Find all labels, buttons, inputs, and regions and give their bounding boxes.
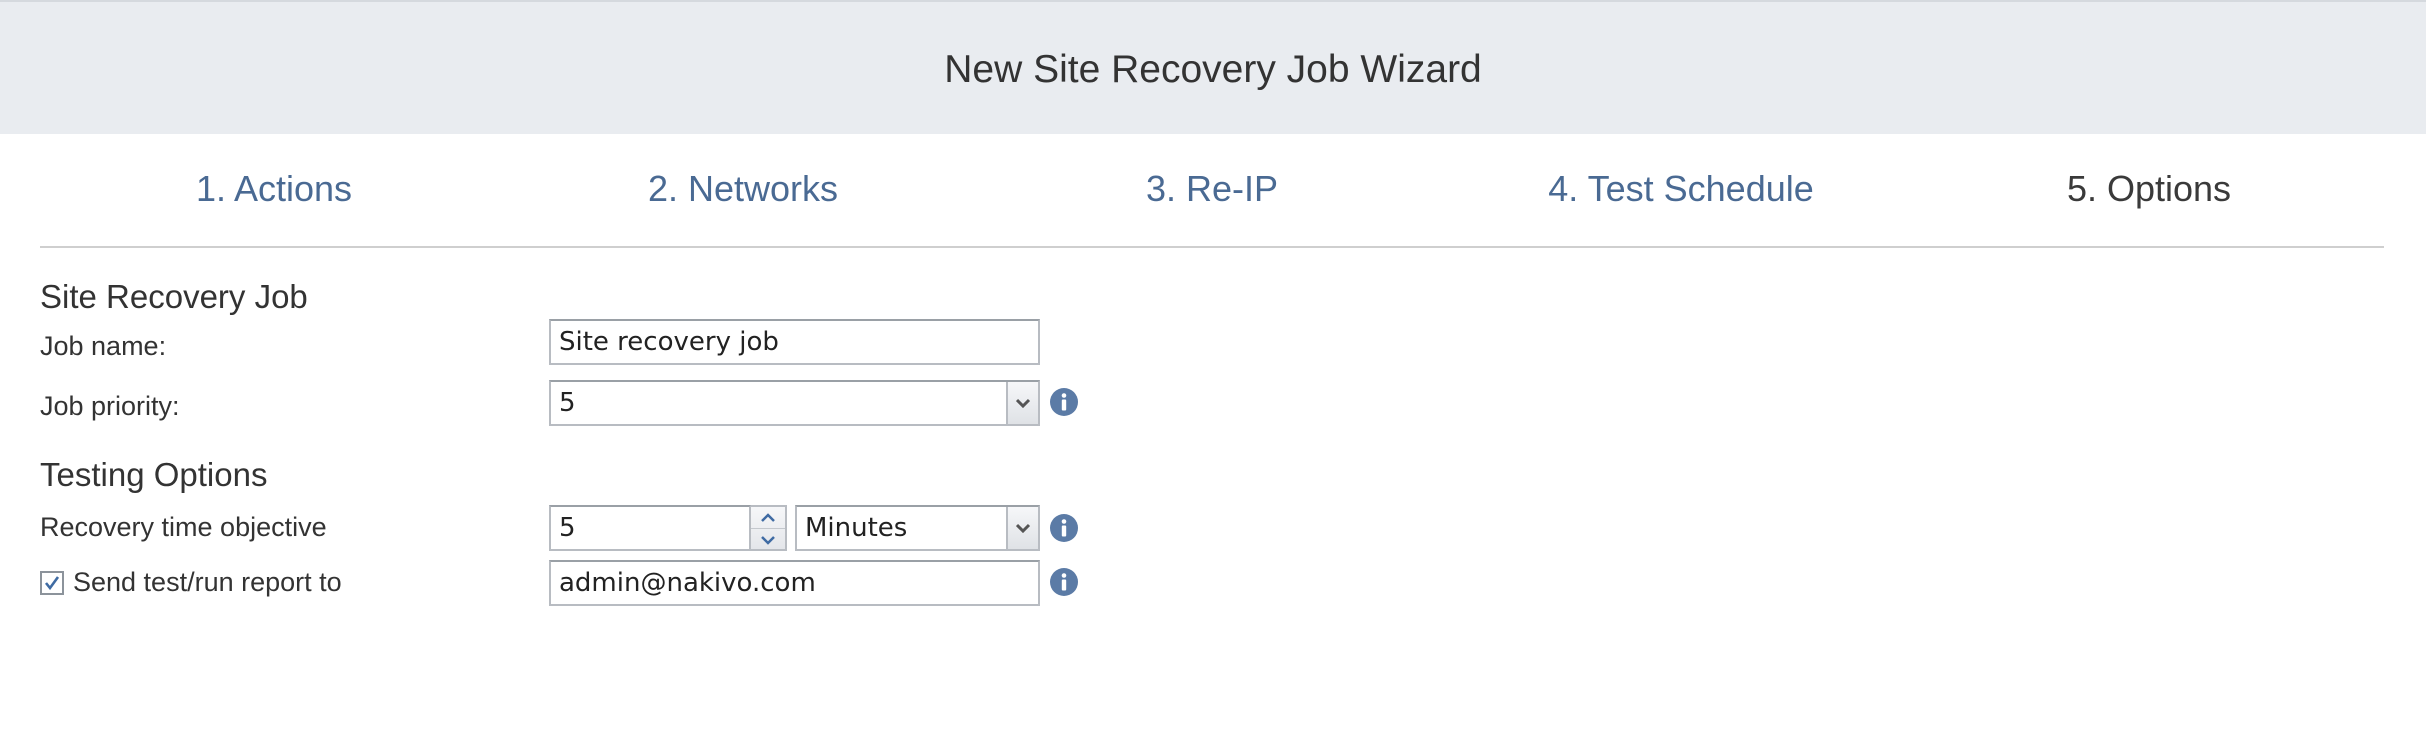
step-test-schedule[interactable]: 4. Test Schedule bbox=[1548, 168, 1814, 209]
job-priority-label: Job priority: bbox=[40, 391, 180, 421]
job-name-label: Job name: bbox=[40, 331, 167, 361]
job-priority-select[interactable]: 5 bbox=[549, 380, 1040, 426]
chevron-down-icon bbox=[761, 535, 775, 545]
step-actions[interactable]: 1. Actions bbox=[195, 168, 353, 209]
rto-value-input[interactable]: 5 bbox=[549, 505, 751, 551]
rto-increment-button[interactable] bbox=[751, 507, 785, 529]
checkmark-icon bbox=[44, 576, 60, 591]
section-title-site-recovery-job: Site Recovery Job bbox=[40, 278, 308, 315]
rto-spinner[interactable] bbox=[751, 505, 787, 551]
job-priority-dropdown-button[interactable] bbox=[1006, 382, 1038, 424]
wizard-steps: 1. Actions 2. Networks 3. Re-IP 4. Test … bbox=[40, 134, 2384, 248]
wizard-title: New Site Recovery Job Wizard bbox=[944, 48, 1482, 91]
rto-unit-value: Minutes bbox=[805, 513, 908, 543]
info-icon[interactable] bbox=[1049, 387, 1079, 417]
chevron-up-icon bbox=[761, 512, 775, 522]
step-options[interactable]: 5. Options bbox=[2066, 168, 2232, 209]
chevron-down-icon bbox=[1015, 523, 1031, 533]
job-priority-value: 5 bbox=[559, 388, 576, 418]
chevron-down-icon bbox=[1015, 398, 1031, 408]
step-networks[interactable]: 2. Networks bbox=[647, 168, 839, 209]
section-title-testing-options: Testing Options bbox=[40, 456, 268, 493]
rto-label: Recovery time objective bbox=[40, 512, 327, 542]
wizard-header: New Site Recovery Job Wizard bbox=[0, 0, 2426, 134]
step-re-ip[interactable]: 3. Re-IP bbox=[1145, 168, 1279, 209]
job-name-input[interactable]: Site recovery job bbox=[549, 319, 1040, 365]
report-email-input[interactable]: admin@nakivo.com bbox=[549, 560, 1040, 606]
send-report-checkbox[interactable] bbox=[40, 571, 64, 595]
rto-decrement-button[interactable] bbox=[751, 529, 785, 550]
info-icon[interactable] bbox=[1049, 513, 1079, 543]
send-report-label: Send test/run report to bbox=[73, 567, 342, 597]
info-icon[interactable] bbox=[1049, 567, 1079, 597]
rto-unit-select[interactable]: Minutes bbox=[795, 505, 1040, 551]
rto-unit-dropdown-button[interactable] bbox=[1006, 507, 1038, 549]
